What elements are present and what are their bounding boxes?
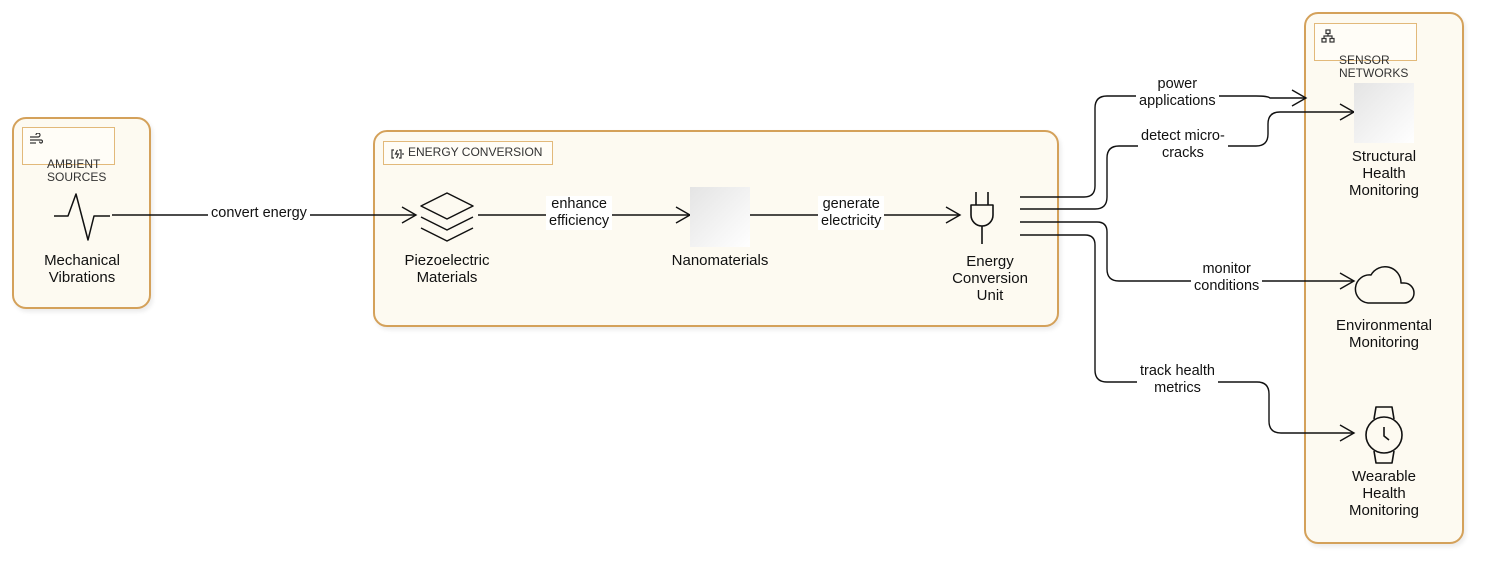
structural-health-image: [1354, 83, 1414, 143]
edge-power-applications: [1020, 89, 1308, 198]
ambient-label-text: AMBIENT SOURCES: [47, 157, 107, 184]
conversion-label-text: ENERGY CONVERSION: [408, 145, 543, 159]
edge-label-convert-energy: convert energy: [208, 205, 310, 222]
group-label-ambient-sources: AMBIENT SOURCES: [22, 127, 115, 184]
watch-icon: [1365, 406, 1403, 464]
group-label-sensor-networks: SENSOR NETWORKS: [1314, 23, 1417, 80]
node-piezoelectric-materials: Piezoelectric Materials: [404, 252, 490, 286]
edge-monitor-conditions: [1020, 221, 1356, 290]
edge-label-track-health-metrics: track health metrics: [1137, 363, 1218, 397]
group-ambient-sources: AMBIENT SOURCES: [12, 117, 151, 309]
node-energy-conversion-unit: Energy Conversion Unit: [952, 253, 1028, 304]
node-nanomaterials: Nanomaterials: [671, 252, 769, 269]
node-environmental-monitoring: Environmental Monitoring: [1336, 317, 1432, 351]
edge-label-detect-microcracks: detect micro- cracks: [1138, 128, 1228, 162]
nanomaterials-image: [690, 187, 750, 247]
edge-track-health-metrics: [1020, 234, 1356, 442]
wind-icon: [30, 133, 43, 144]
cloud-icon: [1354, 266, 1415, 304]
sensors-label-text: SENSOR NETWORKS: [1339, 53, 1409, 80]
plug-icon: [970, 192, 994, 244]
edge-label-power-applications: power applications: [1136, 76, 1219, 110]
node-mechanical-vibrations: Mechanical Vibrations: [44, 252, 120, 286]
node-structural-health-monitoring: Structural Health Monitoring: [1348, 148, 1420, 199]
network-icon: [1321, 29, 1335, 43]
edge-label-generate-electricity: generate electricity: [818, 196, 885, 230]
group-label-energy-conversion: ENERGY CONVERSION: [383, 141, 553, 165]
pulse-icon: [54, 193, 110, 241]
edge-label-enhance-efficiency: enhance efficiency: [546, 196, 613, 230]
node-wearable-health-monitoring: Wearable Health Monitoring: [1348, 468, 1420, 519]
battery-charging-icon: [391, 149, 404, 159]
layers-icon: [420, 192, 474, 242]
edge-label-monitor-conditions: monitor conditions: [1191, 261, 1263, 295]
